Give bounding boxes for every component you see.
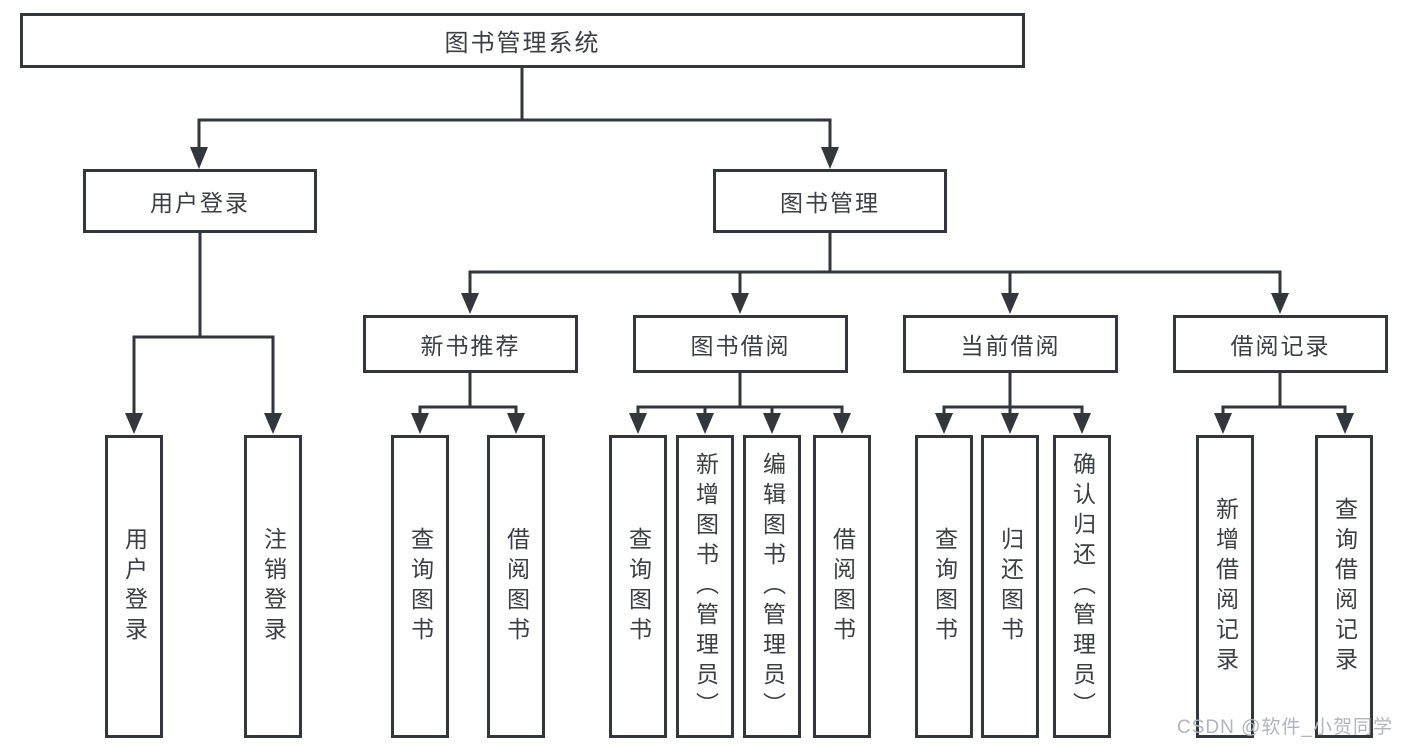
leaf-borrow-books-borrowing: 借阅图书 xyxy=(813,435,871,738)
leaf-logout: 注销登录 xyxy=(244,435,302,738)
connector-root-split xyxy=(197,68,832,150)
node-new-book-recommend: 新书推荐 xyxy=(363,315,578,373)
node-label: 查询图书 xyxy=(407,526,434,647)
node-label: 图书管理 xyxy=(780,190,880,216)
leaf-borrow-books-newbook: 借阅图书 xyxy=(487,435,545,738)
node-label: 归还图书 xyxy=(997,526,1024,647)
node-label: 用户登录 xyxy=(121,526,148,647)
node-label: 用户登录 xyxy=(150,190,250,216)
leaf-edit-book-admin: 编辑图书（管理员） xyxy=(743,435,801,738)
node-label: 新书推荐 xyxy=(420,333,521,359)
node-label: 编辑图书（管理员） xyxy=(759,451,786,722)
node-label: 借阅图书 xyxy=(829,526,856,647)
leaf-confirm-return-admin: 确认归还（管理员） xyxy=(1053,435,1111,738)
node-label: 图书借阅 xyxy=(690,333,791,359)
node-book-borrowing: 图书借阅 xyxy=(633,315,848,373)
node-label: 图书管理系统 xyxy=(444,30,601,57)
node-label: 注销登录 xyxy=(260,526,287,647)
node-label: 确认归还（管理员） xyxy=(1069,451,1096,722)
node-label: 查询图书 xyxy=(931,526,958,647)
connector-user-login-split xyxy=(132,233,275,415)
leaf-query-books-newbook: 查询图书 xyxy=(391,435,449,738)
leaf-query-books-current: 查询图书 xyxy=(915,435,973,738)
node-user-login: 用户登录 xyxy=(83,169,317,233)
arrowheads-user-login xyxy=(125,413,282,434)
connector-leaf-splits xyxy=(418,373,1347,415)
arrowheads-leaves xyxy=(411,413,1354,434)
node-book-management: 图书管理 xyxy=(713,169,947,233)
node-borrowing-records: 借阅记录 xyxy=(1173,315,1388,373)
node-label: 借阅图书 xyxy=(503,526,530,647)
arrowheads-level3 xyxy=(461,293,1289,314)
node-label: 查询借阅记录 xyxy=(1331,496,1358,677)
node-label: 当前借阅 xyxy=(960,333,1061,359)
csdn-watermark: CSDN @软件_小贺同学 xyxy=(1177,717,1393,738)
leaf-user-login: 用户登录 xyxy=(105,435,163,738)
leaf-add-book-admin: 新增图书（管理员） xyxy=(676,435,734,738)
leaf-query-borrow-record: 查询借阅记录 xyxy=(1315,435,1373,738)
leaf-return-books: 归还图书 xyxy=(981,435,1039,738)
node-library-management-system: 图书管理系统 xyxy=(20,13,1025,68)
leaf-add-borrow-record: 新增借阅记录 xyxy=(1196,435,1254,738)
node-current-borrowing: 当前借阅 xyxy=(903,315,1118,373)
arrowheads-level2 xyxy=(190,147,839,169)
leaf-query-books-borrowing: 查询图书 xyxy=(609,435,667,738)
node-label: 新增借阅记录 xyxy=(1212,496,1239,677)
node-label: 借阅记录 xyxy=(1230,333,1331,359)
node-label: 查询图书 xyxy=(625,526,652,647)
node-label: 新增图书（管理员） xyxy=(692,451,719,722)
connector-book-mgmt-split xyxy=(468,233,1282,295)
